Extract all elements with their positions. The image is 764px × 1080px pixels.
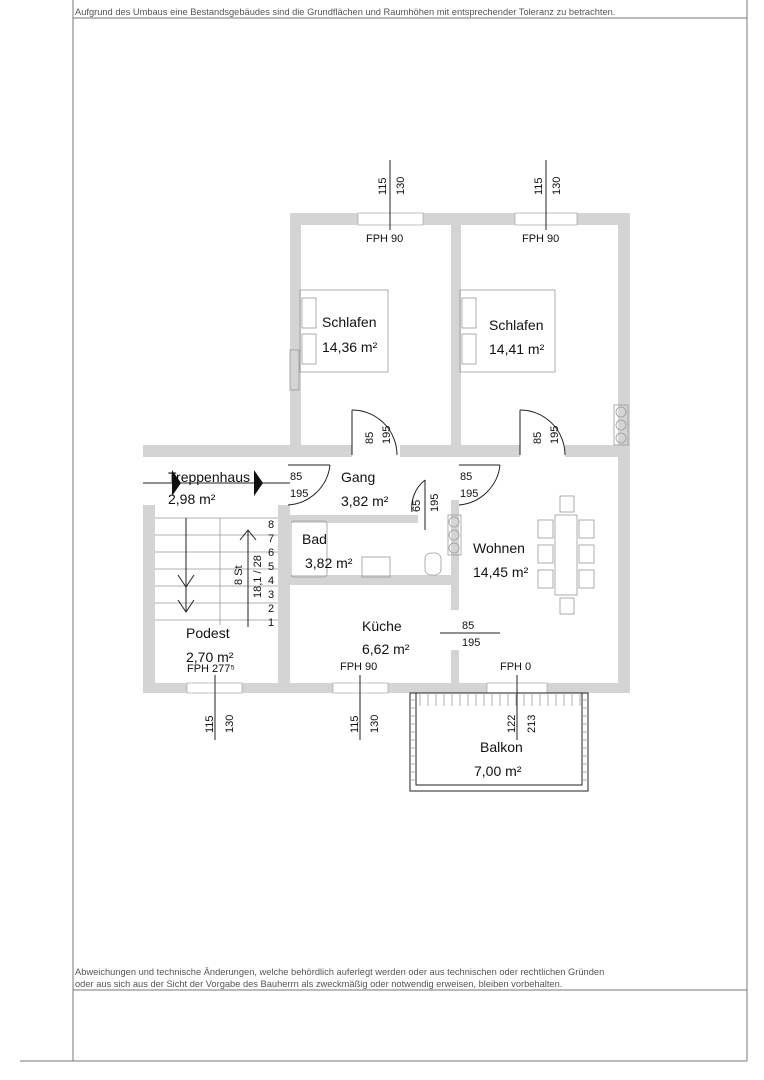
- room-area: 6,62 m²: [362, 641, 410, 657]
- room-area: 14,45 m²: [473, 564, 529, 580]
- window-w4: 115 130 FPH 90: [340, 661, 381, 733]
- disclaimer-line-2: oder aus sich aus der Sicht der Vorgabe …: [75, 979, 563, 989]
- balcony-railing: [409, 692, 589, 792]
- door-swings: [287, 409, 566, 634]
- door-height: 195: [381, 426, 393, 444]
- window-sill-height: 115: [533, 177, 545, 195]
- door-d2: 85 195: [532, 426, 561, 444]
- door-d1: 85 195: [364, 426, 393, 444]
- door-height: 195: [549, 426, 561, 444]
- window-w3: 115 130 FPH 277⁵: [187, 663, 236, 733]
- window-w1: 115 130 FPH 90: [366, 177, 407, 245]
- chimney-icon: [289, 349, 629, 556]
- window-fph: FPH 90: [366, 233, 403, 245]
- tolerance-note: Aufgrund des Umbaus eine Bestandsgebäude…: [75, 7, 616, 17]
- room-area: 2,98 m²: [168, 491, 216, 507]
- window-height: 130: [224, 715, 236, 733]
- door-width: 85: [290, 471, 302, 483]
- stair-step-number: 1: [268, 617, 274, 629]
- room-kueche: Küche 6,62 m²: [362, 618, 410, 657]
- room-name: Treppenhaus: [168, 469, 250, 485]
- door-d5: 65 195: [411, 494, 441, 512]
- room-treppenhaus: Treppenhaus 2,98 m²: [168, 469, 250, 507]
- stair-step-number: 3: [268, 589, 274, 601]
- disclaimer-line-1: Abweichungen und technische Änderungen, …: [75, 967, 605, 977]
- room-area: 3,82 m²: [305, 555, 353, 571]
- dining-table-icon: [537, 495, 595, 615]
- room-name: Gang: [341, 469, 375, 485]
- window-w5: 122 213 FPH 0: [500, 661, 538, 733]
- window-height: 130: [369, 715, 381, 733]
- window-height: 130: [395, 177, 407, 195]
- stair-step-number: 8: [268, 519, 274, 531]
- window-fph: FPH 90: [522, 233, 559, 245]
- door-height: 195: [462, 637, 480, 649]
- room-area: 14,36 m²: [322, 339, 378, 355]
- window-sill-height: 115: [349, 715, 361, 733]
- room-area: 2,70 m²: [186, 649, 234, 665]
- room-podest: Podest 2,70 m²: [186, 625, 234, 665]
- door-width: 65: [411, 500, 423, 512]
- stair-count: 8 St: [233, 565, 245, 585]
- room-name: Schlafen: [322, 314, 376, 330]
- room-name: Balkon: [480, 739, 523, 755]
- stair-step-number: 5: [268, 561, 274, 573]
- room-bad: Bad 3,82 m²: [302, 531, 353, 571]
- door-height: 195: [429, 494, 441, 512]
- room-area: 7,00 m²: [474, 763, 522, 779]
- window-fph: FPH 277⁵: [187, 663, 235, 675]
- room-name: Podest: [186, 625, 230, 641]
- door-height: 195: [290, 488, 308, 500]
- stair-ratio: 18,1 / 28: [252, 555, 264, 598]
- window-height: 213: [526, 715, 538, 733]
- stair-step-number: 2: [268, 603, 274, 615]
- window-sill-height: 122: [506, 715, 518, 733]
- window-axes: [214, 160, 547, 740]
- sink-icon: [361, 556, 391, 578]
- window-w2: 115 130 FPH 90: [522, 177, 563, 245]
- stair-step-number: 7: [268, 533, 274, 545]
- window-sill-height: 115: [377, 177, 389, 195]
- bed-icon: [299, 289, 556, 373]
- window-fph: FPH 90: [340, 661, 377, 673]
- door-width: 85: [364, 432, 376, 444]
- window-fph: FPH 0: [500, 661, 531, 673]
- window-height: 130: [551, 177, 563, 195]
- room-name: Küche: [362, 618, 402, 634]
- page-frame: [20, 0, 748, 1062]
- room-area: 3,82 m²: [341, 493, 389, 509]
- staircase: 1 2 3 4 5 6 7 8 8 St 18,1 / 28: [155, 517, 278, 629]
- room-wohnen: Wohnen 14,45 m²: [473, 540, 529, 580]
- section-arrow-icon: [143, 470, 290, 496]
- bathtub-icon: [290, 520, 328, 578]
- door-height: 195: [460, 488, 478, 500]
- door-d6: 85 195: [462, 620, 480, 649]
- door-d4: 85 195: [460, 471, 478, 500]
- room-area: 14,41 m²: [489, 341, 545, 357]
- room-name: Wohnen: [473, 540, 525, 556]
- door-width: 85: [460, 471, 472, 483]
- window-sill-height: 115: [204, 715, 216, 733]
- door-d3: 85 195: [290, 471, 308, 500]
- door-width: 85: [532, 432, 544, 444]
- room-balkon: Balkon 7,00 m²: [474, 739, 523, 779]
- door-width: 85: [462, 620, 474, 632]
- room-name: Bad: [302, 531, 327, 547]
- toilet-icon: [424, 552, 442, 576]
- room-schlafen-2: Schlafen 14,41 m²: [489, 317, 545, 357]
- room-schlafen-1: Schlafen 14,36 m²: [322, 314, 378, 355]
- room-name: Schlafen: [489, 317, 543, 333]
- stair-step-number: 4: [268, 575, 274, 587]
- stair-step-number: 6: [268, 547, 274, 559]
- room-gang: Gang 3,82 m²: [341, 469, 389, 509]
